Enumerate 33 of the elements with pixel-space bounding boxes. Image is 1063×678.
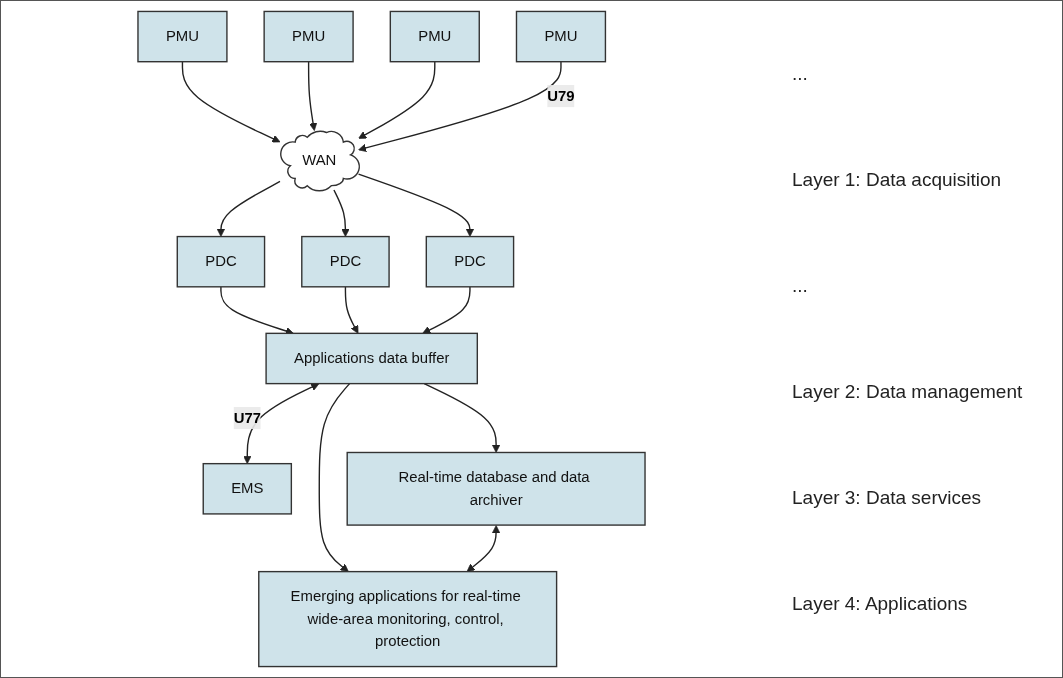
arrow xyxy=(466,525,501,572)
arrow xyxy=(344,286,359,334)
node-box: EMS xyxy=(202,462,293,515)
layer-label: ... xyxy=(792,63,809,85)
node-box: PMU xyxy=(137,10,228,63)
edge-label: U77 xyxy=(233,409,261,426)
node-box: PMU xyxy=(263,10,354,63)
arrow xyxy=(333,189,350,237)
layer-label: Layer 1: Data acquisition xyxy=(792,169,1003,191)
node-box: Emerging applications for real-time wide-area monitoring, control, protection xyxy=(258,570,558,668)
arrow xyxy=(243,383,320,465)
arrow xyxy=(181,61,281,143)
node-box: Real-time database and data archiver xyxy=(346,451,646,526)
arrow xyxy=(307,61,318,131)
arrow xyxy=(357,173,475,237)
arrow xyxy=(318,382,351,572)
edge-label: U79 xyxy=(547,87,575,104)
arrow xyxy=(358,61,436,139)
node-box: Applications data buffer xyxy=(265,332,478,385)
arrow xyxy=(423,382,501,453)
arrow xyxy=(422,286,471,334)
layer-label: Layer 3: Data services xyxy=(792,487,983,509)
node-box: PDC xyxy=(301,235,390,288)
arrow xyxy=(216,180,281,237)
arrow xyxy=(358,61,562,152)
arrow xyxy=(220,286,294,335)
layer-label: ... xyxy=(792,275,809,297)
layer-label: Layer 2: Data management xyxy=(792,381,1024,403)
layer-label: Layer 4: Applications xyxy=(792,593,969,615)
node-box: PDC xyxy=(176,235,266,288)
node-box: PDC xyxy=(425,235,515,288)
node-box: PMU xyxy=(515,10,607,63)
node-box: PMU xyxy=(389,10,480,63)
